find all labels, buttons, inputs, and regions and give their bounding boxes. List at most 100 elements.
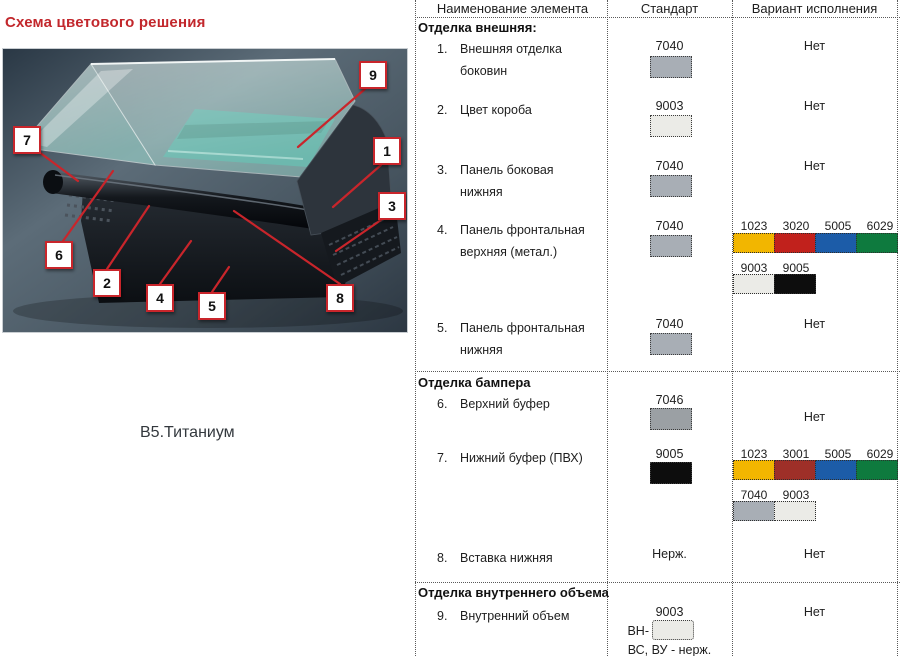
- callout-7-label: 7: [23, 132, 31, 148]
- callout-6: 6: [45, 241, 73, 269]
- row-9-standard-prefix: ВН-: [627, 624, 649, 638]
- model-caption: В5.Титаниум: [140, 424, 235, 441]
- bumper-left-cap: [43, 170, 63, 194]
- ral-label: 5005: [824, 219, 852, 233]
- row-4-standard-label: 7040: [655, 219, 684, 233]
- color-chip: [815, 233, 857, 253]
- leader-line-1: [331, 163, 383, 209]
- section-title-interior: Отделка внутреннего объема: [418, 585, 609, 600]
- color-chip: [774, 460, 816, 480]
- row-8-variant: Нет: [803, 547, 826, 561]
- row-6-number: 6.: [437, 397, 448, 411]
- row-1-standard-label: 7040: [655, 39, 684, 53]
- row-3-line1: Панель боковая: [460, 163, 554, 177]
- leader-lines: [37, 87, 383, 294]
- callout-6-label: 6: [55, 247, 63, 263]
- ral-label: 6029: [866, 447, 894, 461]
- callout-9: 9: [359, 61, 387, 89]
- row-7-number: 7.: [437, 451, 448, 465]
- row-2-number: 2.: [437, 103, 448, 117]
- row-9-number: 9.: [437, 609, 448, 623]
- spec-table: Наименование элемента Стандарт Вариант и…: [415, 0, 900, 656]
- row-8-number: 8.: [437, 551, 448, 565]
- row-4-variant-strip-1: [733, 233, 898, 253]
- left-vent-grille: [64, 213, 114, 223]
- callout-1-label: 1: [383, 143, 391, 159]
- row-5-line2: нижняя: [460, 343, 503, 357]
- column-divider-2: [732, 0, 733, 656]
- row-1-line2: боковин: [460, 64, 508, 78]
- row-3-name: 3. Панель боковая нижняя: [437, 159, 554, 203]
- row-9-standard-swatch: [652, 620, 694, 640]
- row-5-standard-label: 7040: [655, 317, 684, 331]
- row-2-standard-swatch: [650, 115, 692, 137]
- ral-label: 1023: [740, 219, 768, 233]
- ral-label: 3001: [782, 447, 810, 461]
- row-1-standard-swatch: [650, 56, 692, 78]
- ral-label: 6029: [866, 219, 894, 233]
- callout-5: 5: [198, 292, 226, 320]
- color-chip: [733, 460, 775, 480]
- callout-2: 2: [93, 269, 121, 297]
- callout-2-label: 2: [103, 275, 111, 291]
- callout-5-label: 5: [208, 298, 216, 314]
- column-divider-1: [607, 0, 608, 656]
- color-chip: [856, 233, 898, 253]
- glass-top-edge: [90, 58, 336, 65]
- row-7-standard-swatch: [650, 462, 692, 484]
- section-title-bumper: Отделка бампера: [418, 375, 531, 390]
- row-7-variant-strip-1: [733, 460, 898, 480]
- row-6-standard-label: 7046: [655, 393, 684, 407]
- glass-sheen: [29, 69, 133, 147]
- row-8-standard-text: Нерж.: [652, 547, 687, 561]
- row-9-variant: Нет: [803, 605, 826, 619]
- row-7-line1: Нижний буфер (ПВХ): [460, 451, 583, 465]
- ral-label: 7040: [740, 488, 768, 502]
- leader-line-8: [232, 209, 342, 286]
- row-1-line1: Внешняя отделка: [460, 42, 562, 56]
- callout-3: 3: [378, 192, 406, 220]
- page-title: Схема цветового решения: [5, 14, 206, 31]
- row-3-variant: Нет: [803, 159, 826, 173]
- table-border-left: [415, 0, 416, 656]
- color-chip: [733, 274, 775, 294]
- leader-line-3: [334, 218, 383, 253]
- row-8-line1: Вставка нижняя: [460, 551, 553, 565]
- callout-8-label: 8: [336, 290, 344, 306]
- callout-9-label: 9: [369, 67, 377, 83]
- right-vent-block: [321, 201, 401, 287]
- row-6-line1: Верхний буфер: [460, 397, 550, 411]
- right-vent-grille: [340, 246, 400, 276]
- color-chip: [774, 501, 816, 521]
- display-case-illustration: [3, 49, 407, 332]
- callout-4-label: 4: [156, 290, 164, 306]
- row-7-name: 7. Нижний буфер (ПВХ): [437, 447, 583, 469]
- ral-label: 1023: [740, 447, 768, 461]
- section-divider-2: [415, 582, 900, 583]
- color-chip: [733, 233, 775, 253]
- row-2-line1: Цвет короба: [460, 103, 532, 117]
- row-3-line2: нижняя: [460, 185, 503, 199]
- row-9-standard-note: ВС, ВУ - нерж.: [627, 643, 712, 656]
- callout-4: 4: [146, 284, 174, 312]
- leader-line-7: [37, 150, 80, 183]
- leader-line-6: [61, 169, 115, 243]
- row-2-name: 2. Цвет короба: [437, 99, 532, 121]
- color-chip: [856, 460, 898, 480]
- row-4-name: 4.Панель фронтальная верхняя (метал.): [437, 219, 585, 263]
- row-4-line2: верхняя (метал.): [460, 245, 558, 259]
- row-3-number: 3.: [437, 163, 448, 177]
- row-2-variant: Нет: [803, 99, 826, 113]
- row-1-name: 1.Внешняя отделка боковин: [437, 38, 562, 82]
- row-7-standard-label: 9005: [655, 447, 684, 461]
- row-7-variant-strip-2: [733, 501, 816, 521]
- row-4-number: 4.: [437, 223, 448, 237]
- ral-label: 3020: [782, 219, 810, 233]
- row-6-standard-swatch: [650, 408, 692, 430]
- row-1-variant: Нет: [803, 39, 826, 53]
- callout-3-label: 3: [388, 198, 396, 214]
- ral-label: 9003: [782, 488, 810, 502]
- callout-1: 1: [373, 137, 401, 165]
- section-divider-1: [415, 371, 900, 372]
- row-6-variant: Нет: [803, 410, 826, 424]
